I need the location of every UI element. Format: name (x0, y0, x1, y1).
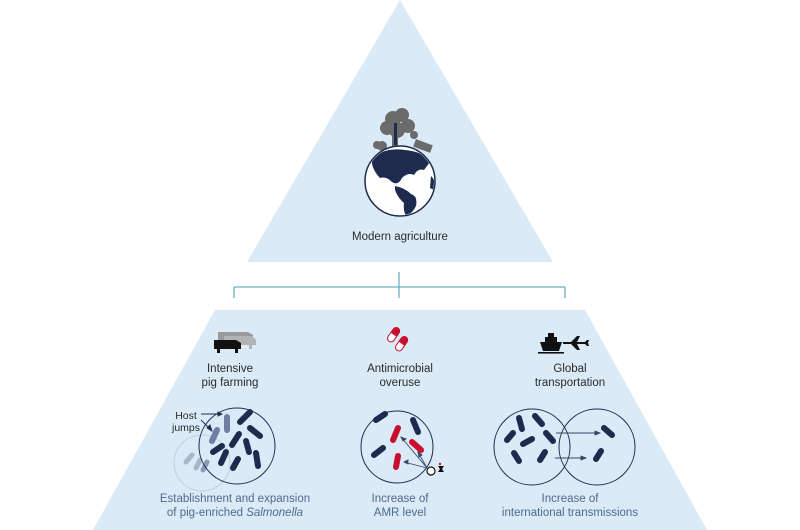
top-label: Modern agriculture (352, 231, 448, 243)
capsules-icon (387, 327, 409, 352)
transmission-diagram (493, 408, 636, 486)
outcome-line2-prefix: of pig-enriched (166, 507, 247, 519)
driver-label-line2: overuse (379, 377, 421, 389)
outcome-line1: Establishment and expansion (159, 493, 311, 505)
ship-and-plane-icon (538, 333, 589, 354)
amr-diagram (360, 410, 444, 484)
bracket-connector (233, 272, 566, 298)
outcome-line2: international transmissions (501, 507, 639, 519)
driver-label-line2: transportation (534, 377, 606, 389)
outcome-line1: Increase of (541, 493, 599, 505)
bottom-trapezoid (93, 310, 707, 530)
outcome-line1: Increase of (371, 493, 429, 505)
driver-label-transportation: Global transportation (515, 362, 625, 390)
outcome-amr: Increase of AMR level (350, 492, 450, 520)
outcome-salmonella: Establishment and expansion of pig-enric… (135, 492, 335, 520)
globe-with-factory-smoke-icon (364, 108, 436, 217)
host-jump-diagram (173, 407, 276, 492)
driver-label-antimicrobial: Antimicrobial overuse (350, 362, 450, 390)
host-jumps-annotation: Host jumps (168, 410, 204, 434)
outcome-line2-italic: Salmonella (246, 507, 304, 519)
driver-label-line2: pig farming (201, 377, 259, 389)
driver-label-line1: Global (553, 363, 587, 375)
annotation-line2: jumps (171, 422, 200, 434)
driver-label-line1: Intensive (206, 363, 254, 375)
pigs-icon (214, 332, 256, 353)
outcome-transmissions: Increase of international transmissions (480, 492, 660, 520)
driver-label-pig-farming: Intensive pig farming (180, 362, 280, 390)
annotation-line1: Host (175, 410, 197, 422)
outcome-line2: of pig-enriched Salmonella (135, 506, 335, 520)
driver-label-line1: Antimicrobial (367, 363, 433, 375)
outcome-line2: AMR level (373, 507, 427, 519)
